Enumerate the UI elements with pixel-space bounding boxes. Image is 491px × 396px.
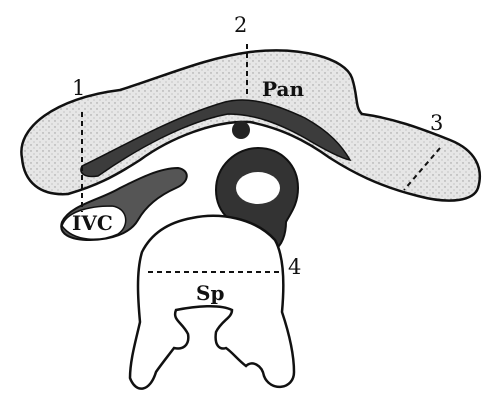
label-2: 2 (234, 13, 247, 37)
label-ivc: IVC (72, 211, 113, 235)
label-spine: Sp (196, 281, 224, 305)
label-1: 1 (72, 76, 85, 100)
label-aorta: Ao (239, 178, 267, 200)
sma-dot (232, 121, 250, 139)
label-4: 4 (288, 255, 301, 279)
label-pancreas: Pan (262, 77, 304, 101)
label-3: 3 (430, 111, 443, 135)
